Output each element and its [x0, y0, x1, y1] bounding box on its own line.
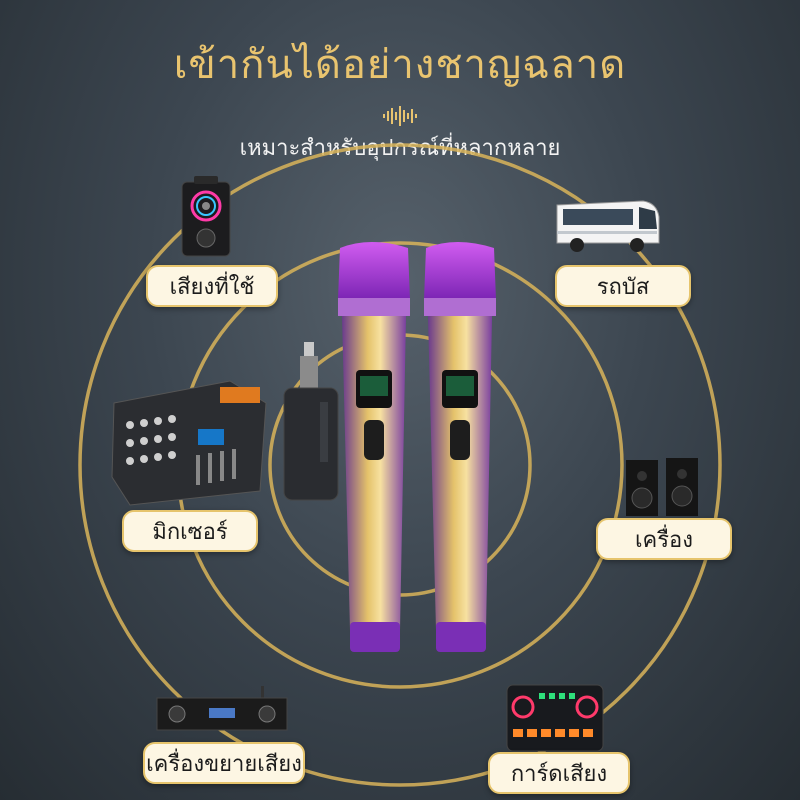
- bookshelf-speakers-image: [626, 458, 698, 516]
- page-subtitle: เหมาะสำหรับอุปกรณ์ที่หลากหลาย: [239, 136, 561, 161]
- wireless-microphone-pair-image: [338, 242, 496, 652]
- label-sound-card: การ์ดเสียง: [488, 752, 630, 794]
- sound-wave-icon: [383, 106, 417, 126]
- audio-mixer-image: [111, 380, 267, 506]
- amplifier-image: [156, 686, 288, 731]
- label-mixer: มิกเซอร์: [122, 510, 258, 552]
- bus-image: [556, 200, 660, 252]
- sound-card-image: [506, 684, 604, 752]
- label-speaker: เสียงที่ใช้: [146, 265, 278, 307]
- wireless-receiver-image: [283, 342, 339, 501]
- label-audio: เครื่อง: [596, 518, 732, 560]
- page-title: เข้ากันได้อย่างชาญฉลาด: [173, 42, 627, 88]
- label-amplifier: เครื่องขยายเสียง: [143, 742, 305, 784]
- label-bus: รถบัส: [555, 265, 691, 307]
- party-speaker-image: [181, 176, 231, 257]
